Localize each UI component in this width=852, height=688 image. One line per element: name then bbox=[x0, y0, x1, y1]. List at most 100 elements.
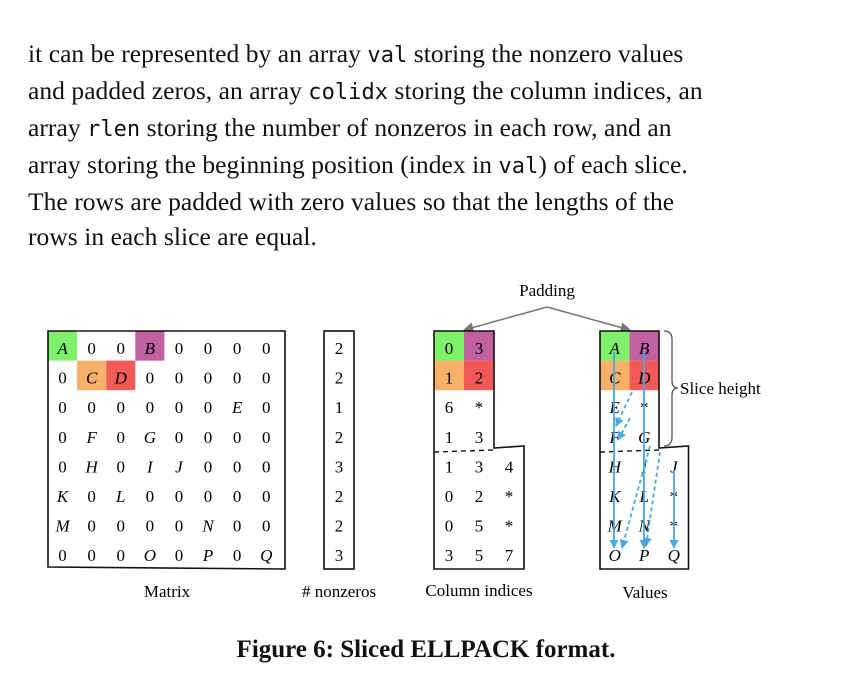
nonzeros-cell: 1 bbox=[335, 398, 344, 417]
colidx-cell: 3 bbox=[475, 428, 484, 447]
values-cell: C bbox=[609, 369, 621, 388]
nonzeros-cell: 2 bbox=[335, 487, 344, 506]
colidx-cell: * bbox=[505, 517, 514, 536]
matrix-cell: J bbox=[175, 457, 184, 476]
colidx-cell: 4 bbox=[505, 457, 514, 476]
values-border bbox=[599, 330, 690, 570]
matrix-cell: N bbox=[201, 517, 215, 536]
matrix-cell: 0 bbox=[262, 369, 271, 388]
colidx-highlight-cell bbox=[464, 360, 494, 391]
matrix-cell: 0 bbox=[175, 546, 184, 565]
matrix-cell: 0 bbox=[233, 517, 242, 536]
colidx-cell: 3 bbox=[445, 546, 454, 565]
matrix-cell: 0 bbox=[204, 369, 213, 388]
values-cell: H bbox=[608, 457, 623, 476]
paragraph-text: storing the column indices, an bbox=[388, 76, 703, 105]
nonzeros-cell: 3 bbox=[335, 546, 344, 565]
values-cell: P bbox=[638, 546, 649, 565]
nonzeros-cell: 2 bbox=[335, 428, 344, 447]
nonzeros-cell: 2 bbox=[335, 517, 344, 536]
colidx-cell: 5 bbox=[475, 546, 484, 565]
matrix-cell: 0 bbox=[58, 369, 67, 388]
paragraph-text: and padded zeros, an array bbox=[28, 76, 309, 105]
matrix-cell: 0 bbox=[146, 487, 155, 506]
matrix-cell: 0 bbox=[233, 546, 242, 565]
matrix-highlight-cell bbox=[77, 360, 107, 391]
matrix-cell: L bbox=[115, 487, 125, 506]
matrix-cell: 0 bbox=[262, 457, 271, 476]
values-cell: Q bbox=[668, 546, 680, 565]
matrix-cell: 0 bbox=[175, 339, 184, 358]
matrix-cell: 0 bbox=[87, 517, 96, 536]
values-slice-divider bbox=[599, 449, 660, 453]
values-cell: O bbox=[609, 546, 621, 565]
matrix-cell: 0 bbox=[117, 457, 126, 476]
values-cell: J bbox=[670, 457, 679, 476]
colidx-border bbox=[433, 330, 525, 570]
matrix-cell: 0 bbox=[262, 398, 271, 417]
column-indices-label: Column indices bbox=[425, 581, 532, 600]
paragraph-text: The rows are padded with zero values so … bbox=[28, 187, 675, 216]
colidx-cell: 6 bbox=[445, 398, 454, 417]
matrix-cell: 0 bbox=[175, 369, 184, 388]
colidx-cell: 0 bbox=[445, 487, 454, 506]
paragraph-text: storing the nonzero values bbox=[407, 39, 684, 68]
matrix-cell: 0 bbox=[146, 517, 155, 536]
matrix-label: Matrix bbox=[144, 582, 191, 601]
slice-height-label: Slice height bbox=[680, 379, 761, 398]
colidx-cell: * bbox=[475, 398, 484, 417]
matrix-cell: 0 bbox=[262, 487, 271, 506]
colidx-cell: 2 bbox=[475, 369, 484, 388]
values-cell: A bbox=[609, 339, 621, 358]
matrix-cell: D bbox=[114, 369, 128, 388]
colidx-cell: 2 bbox=[475, 487, 484, 506]
matrix-cell: 0 bbox=[146, 398, 155, 417]
nonzeros-cell: 2 bbox=[335, 339, 344, 358]
matrix-cell: 0 bbox=[87, 487, 96, 506]
colidx-cell: 3 bbox=[475, 339, 484, 358]
colidx-highlight-cell bbox=[434, 360, 464, 391]
paragraph-text: array bbox=[28, 113, 88, 142]
paragraph-line: rows in each slice are equal. bbox=[28, 219, 818, 254]
matrix-cell: K bbox=[56, 487, 70, 506]
colidx-cell: 7 bbox=[505, 546, 514, 565]
matrix-cell: 0 bbox=[58, 546, 67, 565]
matrix-cell: 0 bbox=[87, 339, 96, 358]
matrix-cell: 0 bbox=[262, 517, 271, 536]
matrix-cell: 0 bbox=[233, 428, 242, 447]
values-cell: K bbox=[608, 487, 622, 506]
matrix-cell: E bbox=[231, 398, 243, 417]
paragraph-text: storing the number of nonzeros in each r… bbox=[140, 113, 672, 142]
matrix-cell: 0 bbox=[204, 398, 213, 417]
paragraph-text: ) of each slice. bbox=[538, 150, 688, 179]
matrix-cell: Q bbox=[260, 546, 272, 565]
paragraph-line: array rlen storing the number of nonzero… bbox=[28, 110, 818, 147]
colidx-cell: 1 bbox=[445, 369, 454, 388]
colidx-slice-divider bbox=[433, 449, 495, 453]
matrix-cell: G bbox=[144, 428, 156, 447]
paragraph-line: The rows are padded with zero values so … bbox=[28, 184, 818, 219]
body-paragraph: it can be represented by an array val st… bbox=[28, 36, 818, 254]
matrix-cell: 0 bbox=[58, 457, 67, 476]
nonzeros-label: # nonzeros bbox=[302, 582, 376, 601]
matrix-cell: F bbox=[85, 428, 97, 447]
matrix-cell: H bbox=[85, 457, 100, 476]
padding-arrow-right bbox=[546, 306, 632, 333]
nonzeros-border bbox=[323, 330, 355, 570]
colidx-cell: 0 bbox=[445, 517, 454, 536]
paragraph-text: rows in each slice are equal. bbox=[28, 222, 317, 251]
matrix-cell: 0 bbox=[117, 339, 126, 358]
matrix-cell: 0 bbox=[175, 428, 184, 447]
colidx-highlight-cell bbox=[434, 331, 464, 361]
nonzeros-cell: 3 bbox=[335, 457, 344, 476]
matrix-cell: 0 bbox=[175, 487, 184, 506]
matrix-cell: P bbox=[202, 546, 213, 565]
colidx-cell: 0 bbox=[445, 339, 454, 358]
matrix-cell: 0 bbox=[233, 339, 242, 358]
matrix-cell: M bbox=[54, 517, 70, 536]
inline-code: val bbox=[498, 154, 539, 179]
colidx-cell: 1 bbox=[445, 457, 454, 476]
